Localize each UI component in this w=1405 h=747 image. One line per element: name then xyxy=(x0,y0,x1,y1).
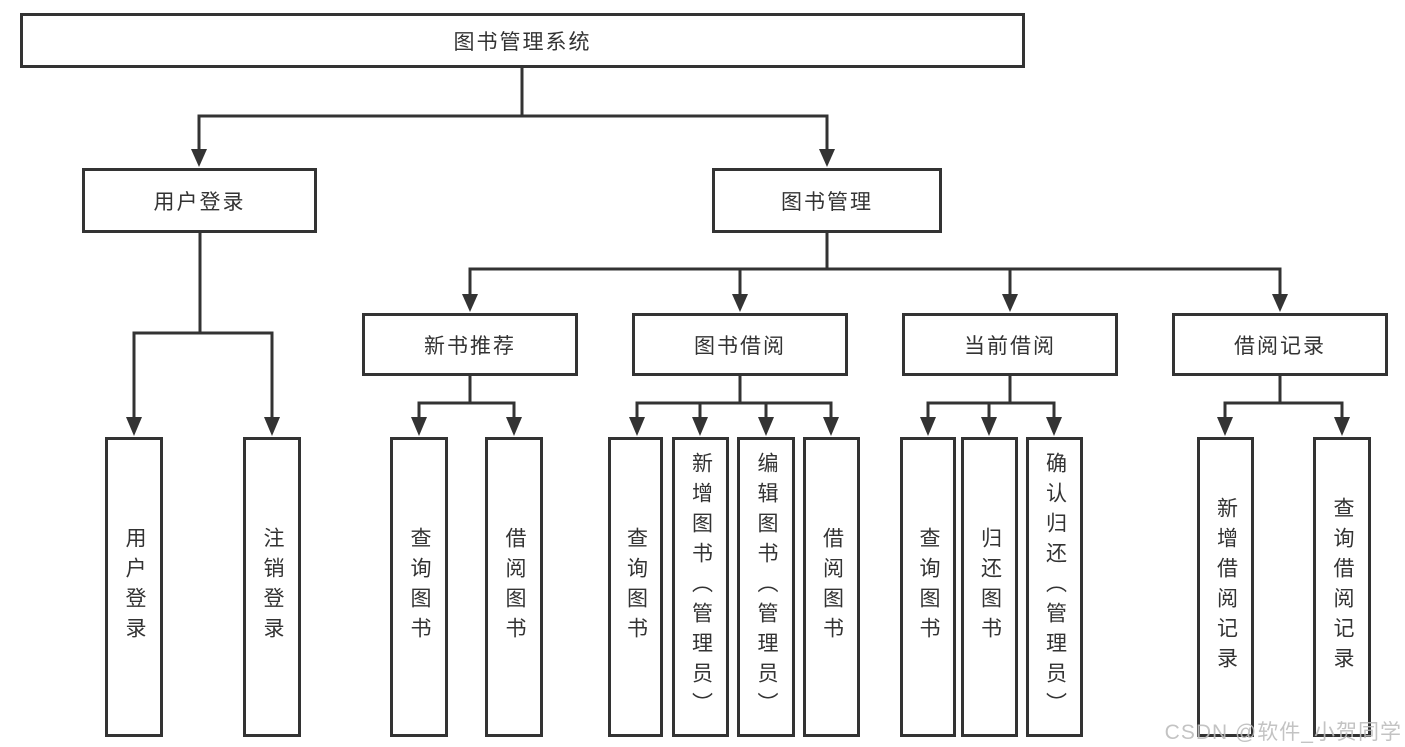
leaf-query-books-borrow: 查询图书 xyxy=(608,437,663,737)
node-label: 新书推荐 xyxy=(424,334,516,358)
arrowhead xyxy=(732,294,748,312)
arrowhead xyxy=(981,417,997,436)
node-label: 查询图书 xyxy=(624,527,648,647)
node-label: 图书借阅 xyxy=(694,334,786,358)
arrowhead xyxy=(819,149,835,167)
node-label: 图书管理系统 xyxy=(453,30,592,54)
node-label: 借阅图书 xyxy=(503,527,526,647)
node-new-book-recommend: 新书推荐 xyxy=(362,313,578,376)
node-book-management: 图书管理 xyxy=(712,168,942,233)
node-label: 当前借阅 xyxy=(964,334,1056,358)
leaf-return-books: 归还图书 xyxy=(961,437,1018,737)
arrowhead xyxy=(264,417,280,436)
leaf-edit-book-admin: 编辑图书（管理员） xyxy=(737,437,795,737)
node-user-login: 用户登录 xyxy=(82,168,317,233)
node-label: 注销登录 xyxy=(261,527,284,647)
connector-bookmgmt-to-level3 xyxy=(468,233,1282,296)
node-label: 归还图书 xyxy=(978,527,1002,647)
leaf-user-login: 用户登录 xyxy=(105,437,163,737)
arrowhead xyxy=(1046,417,1062,436)
leaf-logout: 注销登录 xyxy=(243,437,301,737)
arrowhead xyxy=(411,417,427,436)
leaf-add-borrow-record: 新增借阅记录 xyxy=(1197,437,1254,737)
leaf-query-books-current: 查询图书 xyxy=(900,437,956,737)
arrowhead xyxy=(1002,294,1018,312)
node-label: 图书管理 xyxy=(781,190,873,214)
connector-borrow-to-leaves xyxy=(635,376,833,419)
arrowhead xyxy=(629,417,645,436)
leaf-borrow-books-recommend: 借阅图书 xyxy=(485,437,543,737)
node-label: 查询借阅记录 xyxy=(1331,497,1354,677)
watermark: CSDN @软件_小贺同学 xyxy=(1164,721,1402,744)
arrowhead xyxy=(1334,417,1350,436)
node-label: 用户登录 xyxy=(153,190,246,214)
arrowhead xyxy=(126,417,142,436)
connector-records-to-leaves xyxy=(1223,376,1344,419)
arrowhead xyxy=(920,417,936,436)
arrowhead xyxy=(191,149,207,167)
node-label: 新增图书（管理员） xyxy=(689,452,713,722)
node-label: 用户登录 xyxy=(123,527,146,647)
connector-root-to-level2 xyxy=(197,68,829,152)
arrowhead xyxy=(462,294,478,312)
leaf-add-book-admin: 新增图书（管理员） xyxy=(672,437,729,737)
connector-current-to-leaves xyxy=(926,376,1056,419)
leaf-borrow-books: 借阅图书 xyxy=(803,437,860,737)
leaf-query-books-recommend: 查询图书 xyxy=(390,437,448,737)
node-label: 借阅记录 xyxy=(1234,334,1326,358)
arrowhead xyxy=(823,417,839,436)
arrowhead xyxy=(506,417,522,436)
leaf-confirm-return-admin: 确认归还（管理员） xyxy=(1026,437,1083,737)
connector-userlogin-to-leaves xyxy=(132,233,274,419)
node-label: 借阅图书 xyxy=(820,527,844,647)
arrowhead xyxy=(1217,417,1233,436)
node-book-borrowing: 图书借阅 xyxy=(632,313,848,376)
node-borrowing-records: 借阅记录 xyxy=(1172,313,1388,376)
arrowhead xyxy=(758,417,774,436)
node-label: 查询图书 xyxy=(917,527,940,647)
connector-newbook-to-leaves xyxy=(417,376,516,419)
arrowhead xyxy=(1272,294,1288,312)
node-label: 新增借阅记录 xyxy=(1214,497,1238,677)
leaf-query-borrow-record: 查询借阅记录 xyxy=(1313,437,1371,737)
arrowhead xyxy=(692,417,708,436)
node-label: 查询图书 xyxy=(408,527,431,647)
node-label: 确认归还（管理员） xyxy=(1043,452,1067,722)
node-current-borrowing: 当前借阅 xyxy=(902,313,1118,376)
node-label: 编辑图书（管理员） xyxy=(755,452,778,722)
node-root-system: 图书管理系统 xyxy=(20,13,1025,68)
